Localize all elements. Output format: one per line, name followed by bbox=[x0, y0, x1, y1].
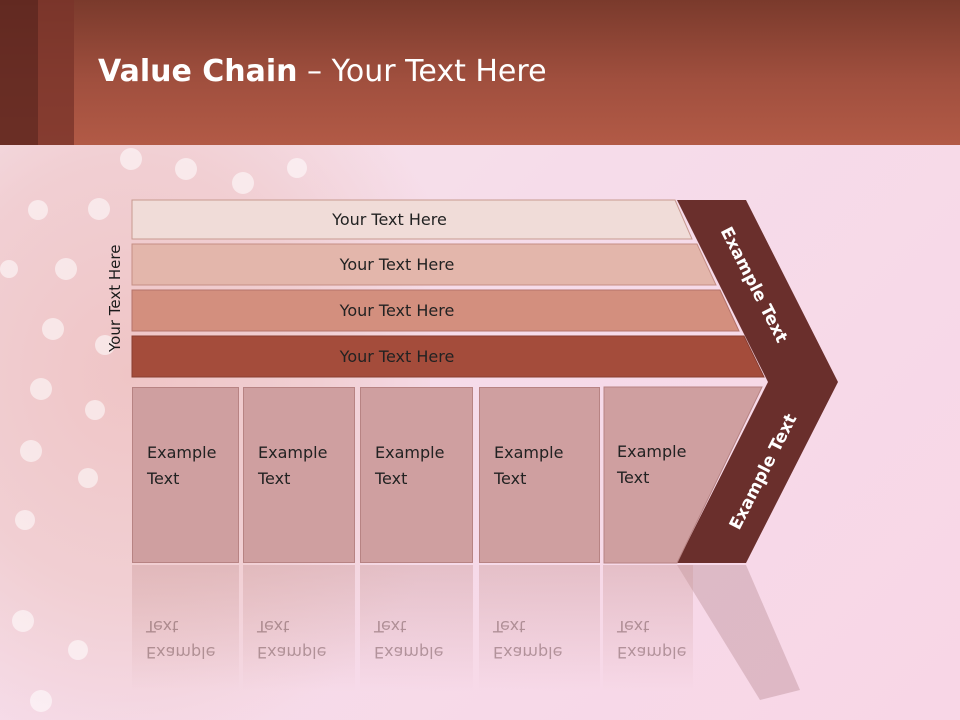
bar-4-shape bbox=[131, 335, 765, 378]
chevron-reflection bbox=[677, 565, 800, 700]
bar-4-label: Your Text Here bbox=[339, 346, 455, 366]
box-3-line1: Example bbox=[375, 443, 445, 462]
bar-1: Your Text Here bbox=[132, 200, 687, 238]
bar-3: Your Text Here bbox=[132, 291, 702, 329]
box-1-line2: Text bbox=[147, 469, 180, 488]
example-box-5-shape bbox=[603, 386, 763, 564]
title-bold: Value Chain bbox=[98, 54, 298, 89]
slide-title: Value Chain – Your Text Here bbox=[98, 54, 547, 89]
box-4-line2: Text bbox=[494, 469, 527, 488]
bar-3-label: Your Text Here bbox=[339, 300, 455, 320]
header-accent-dark bbox=[0, 0, 38, 145]
box-1-line1: Example bbox=[147, 443, 217, 462]
box-5-line1: Example bbox=[617, 442, 687, 461]
box-2-line2: Text bbox=[258, 469, 291, 488]
bar-1-shape bbox=[131, 199, 693, 240]
header-bar: Value Chain – Your Text Here bbox=[0, 0, 960, 145]
bar-4: Your Text Here bbox=[132, 337, 702, 375]
bar-2-shape bbox=[131, 243, 717, 286]
bar-1-label: Your Text Here bbox=[332, 209, 447, 229]
chevron-shape bbox=[677, 200, 838, 563]
box-5-line2: Text bbox=[617, 468, 650, 487]
bar-3-shape bbox=[131, 289, 740, 332]
bar-2: Your Text Here bbox=[132, 245, 702, 283]
bar-2-label: Your Text Here bbox=[339, 254, 455, 274]
box-4-line1: Example bbox=[494, 443, 564, 462]
title-rest: – Your Text Here bbox=[297, 54, 547, 89]
header-accent-mid bbox=[38, 0, 74, 145]
box-2-line1: Example bbox=[258, 443, 328, 462]
box-3-line2: Text bbox=[375, 469, 408, 488]
